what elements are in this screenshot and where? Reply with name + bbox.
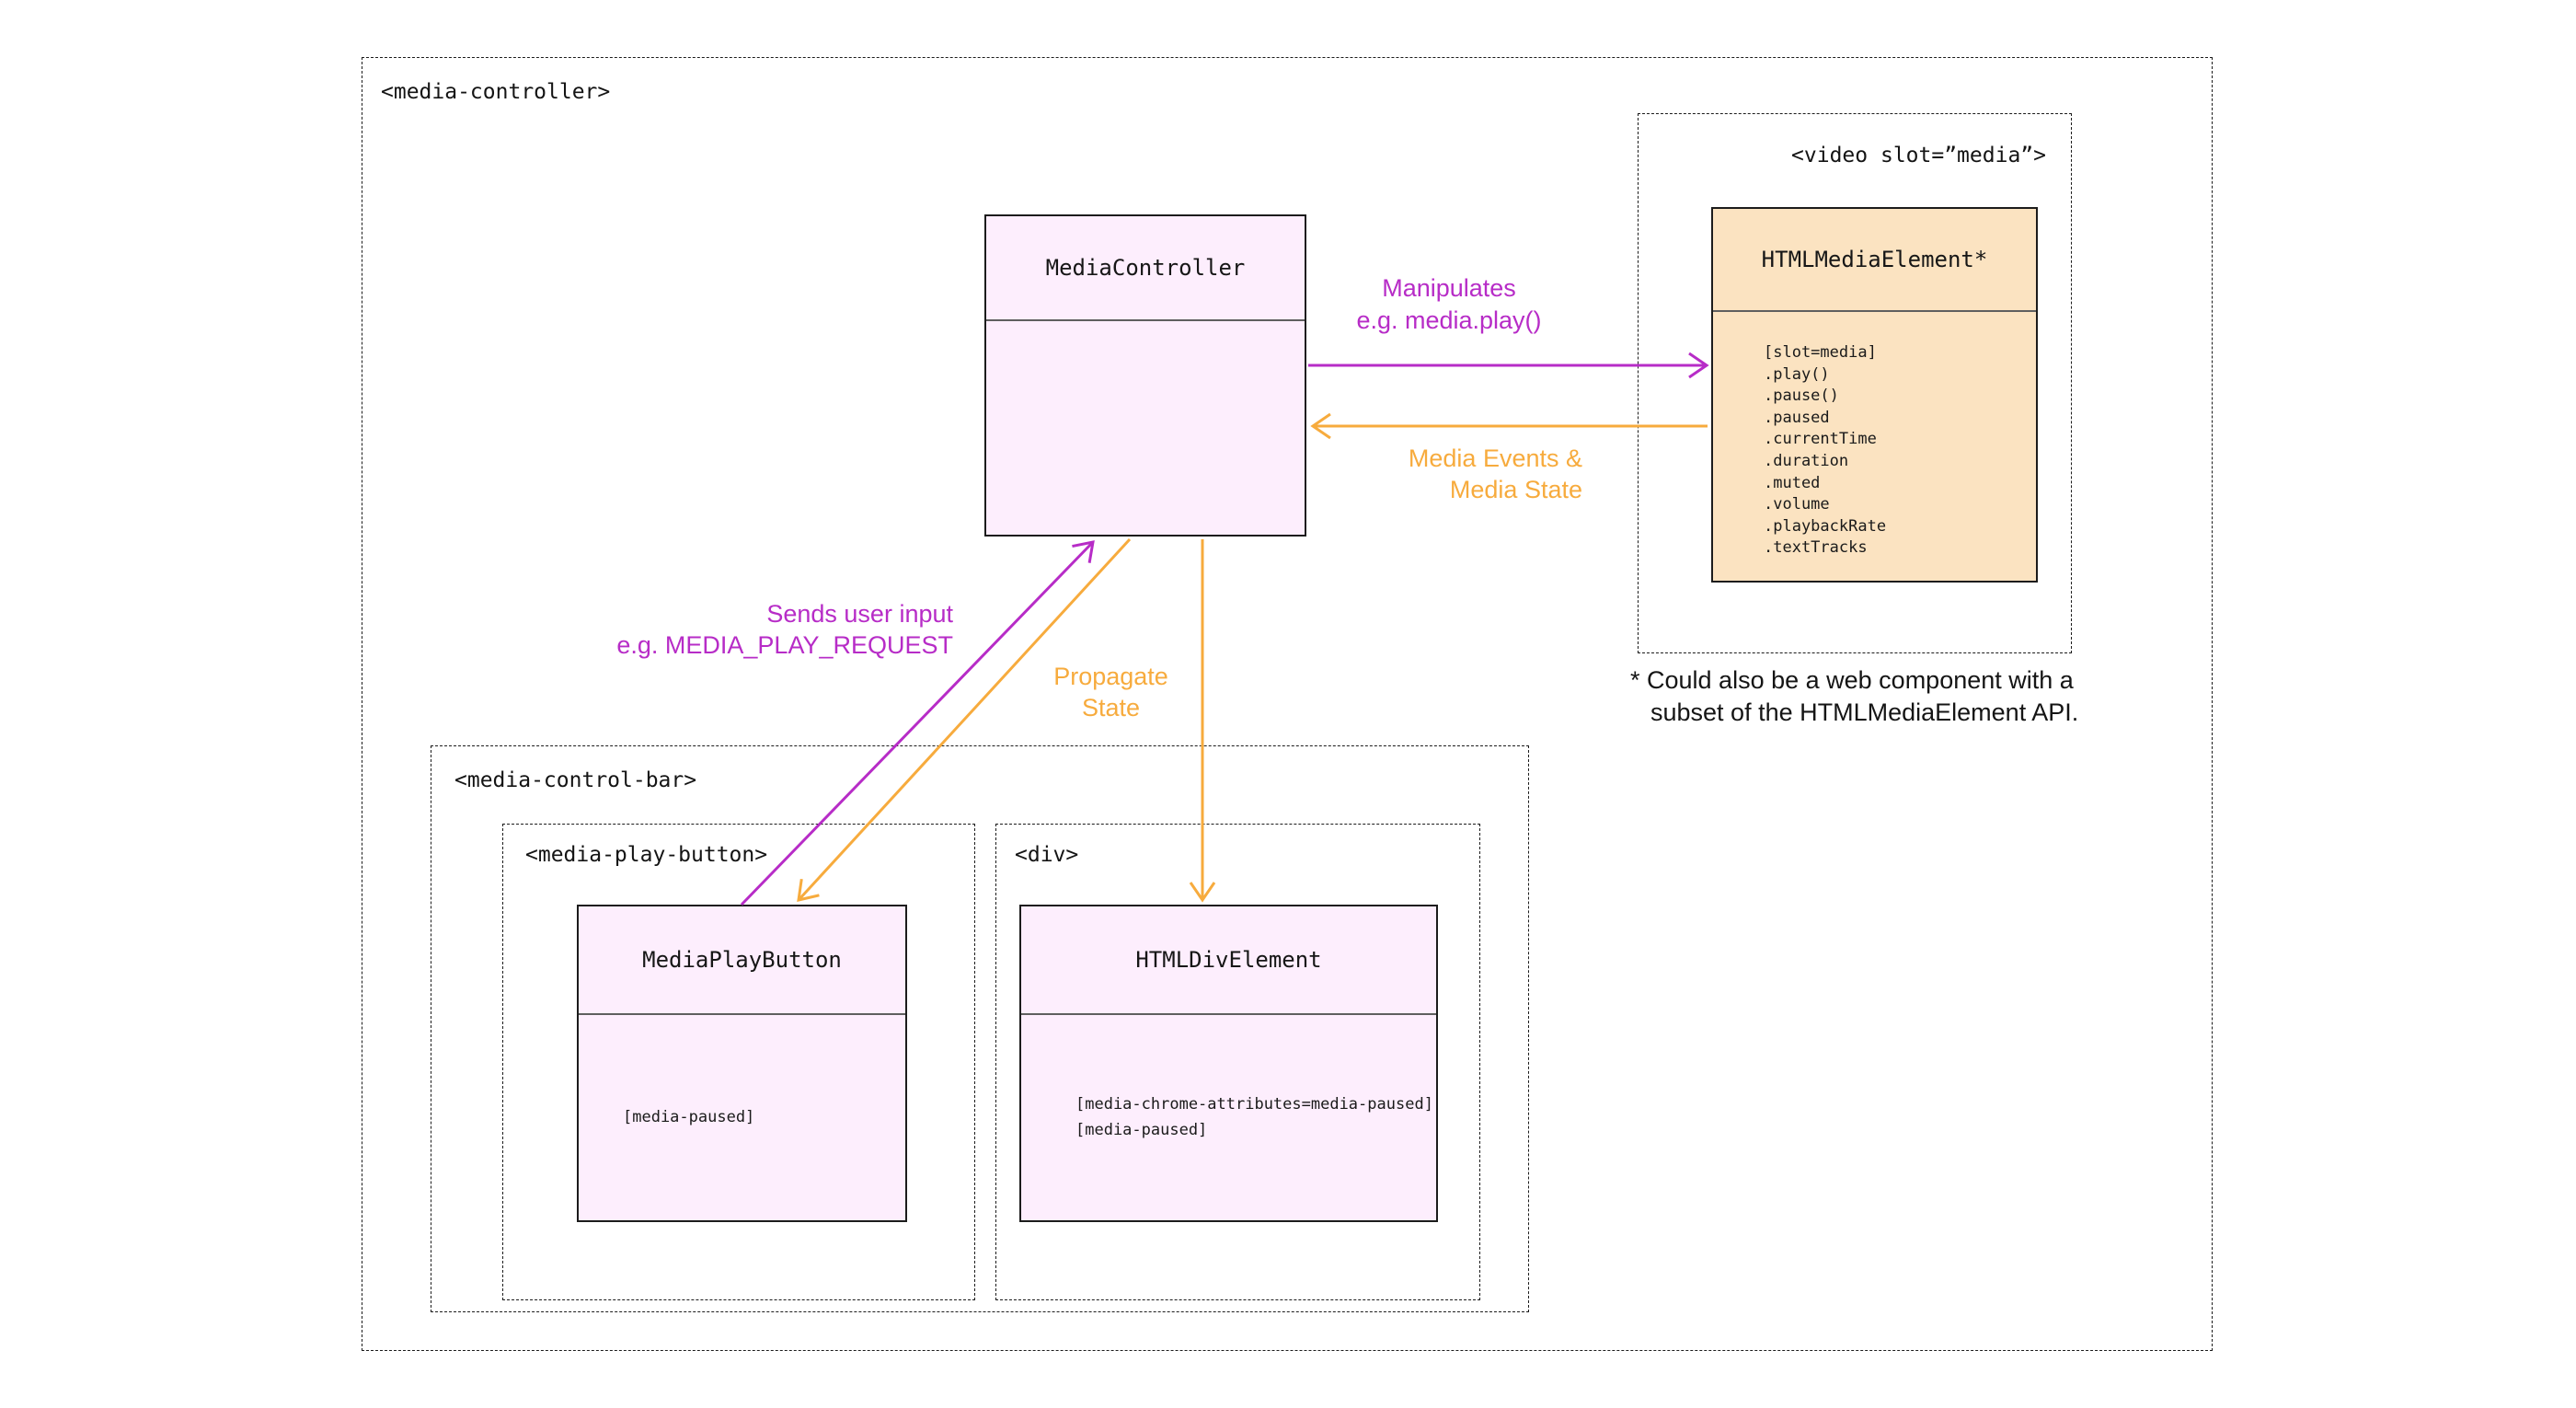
attribute-line: .paused	[1764, 408, 1830, 427]
div-frame-label: <div>	[1015, 843, 1079, 867]
attribute-line: .duration	[1764, 451, 1849, 470]
video-slot-frame-label: <video slot=”media”>	[1791, 144, 2046, 167]
html-media-element-class-title: HTMLMediaElement*	[1713, 209, 2036, 312]
propagate-state-label: Propagate State	[1035, 661, 1187, 723]
propagate-state-label-line2: State	[1081, 694, 1141, 721]
sends-user-input-label: Sends user input e.g. MEDIA_PLAY_REQUEST	[587, 598, 953, 661]
media-play-button-attributes: [media-paused]	[579, 1015, 905, 1220]
html-media-element-class-box: HTMLMediaElement* [slot=media] .play() .pa…	[1711, 207, 2038, 583]
manipulates-label: Manipulates e.g. media.play()	[1329, 272, 1569, 337]
media-controller-frame-label: <media-controller>	[381, 80, 611, 104]
media-events-label-line1: Media Events &	[1408, 444, 1582, 472]
html-div-element-attributes: [media-chrome-attributes=media-paused] [m…	[1021, 1015, 1436, 1220]
attribute-line: .pause()	[1764, 387, 1839, 406]
media-play-button-class-box: MediaPlayButton [media-paused]	[577, 905, 907, 1222]
media-controller-class-title: MediaController	[986, 216, 1305, 321]
media-play-button-frame-label: <media-play-button>	[525, 843, 768, 867]
sends-user-input-label-line1: Sends user input	[766, 600, 953, 628]
media-events-label: Media Events & Media State	[1306, 443, 1582, 505]
attribute-line: [media-paused]	[623, 1108, 755, 1126]
manipulates-label-line1: Manipulates	[1382, 274, 1516, 302]
media-play-button-frame: <media-play-button>	[502, 824, 975, 1300]
footnote-line2: subset of the HTMLMediaElement API.	[1650, 698, 2079, 726]
attribute-line: .muted	[1764, 473, 1821, 492]
media-controller-frame: <media-controller>	[362, 57, 2213, 1351]
footnote-line1: * Could also be a web component with a	[1630, 666, 2074, 694]
video-slot-frame: <video slot=”media”>	[1638, 113, 2072, 653]
footnote: * Could also be a web component with a s…	[1630, 664, 2127, 729]
html-div-element-class-box: HTMLDivElement [media-chrome-attributes=…	[1019, 905, 1438, 1222]
media-play-button-class-title: MediaPlayButton	[579, 906, 905, 1015]
manipulates-label-line2: e.g. media.play()	[1356, 306, 1542, 334]
media-events-label-line2: Media State	[1449, 476, 1582, 503]
attribute-line: .play()	[1764, 364, 1830, 384]
media-controller-class-box: MediaController	[984, 214, 1306, 537]
html-div-element-class-title: HTMLDivElement	[1021, 906, 1436, 1015]
attribute-line: .volume	[1764, 495, 1830, 514]
attribute-line: .playbackRate	[1764, 516, 1887, 536]
html-media-element-attributes: [slot=media] .play() .pause() .paused .curre…	[1713, 312, 2036, 581]
propagate-state-label-line1: Propagate	[1053, 663, 1168, 690]
sends-user-input-label-line2: e.g. MEDIA_PLAY_REQUEST	[616, 631, 953, 659]
attribute-line: [media-paused]	[1075, 1120, 1208, 1139]
attribute-line: [slot=media]	[1764, 343, 1877, 362]
attribute-line: [media-chrome-attributes=media-paused]	[1075, 1095, 1433, 1114]
media-control-bar-frame-label: <media-control-bar>	[454, 768, 697, 792]
attribute-line: .textTracks	[1764, 538, 1868, 558]
attribute-line: .currentTime	[1764, 430, 1877, 449]
media-controller-class-body	[986, 321, 1305, 535]
